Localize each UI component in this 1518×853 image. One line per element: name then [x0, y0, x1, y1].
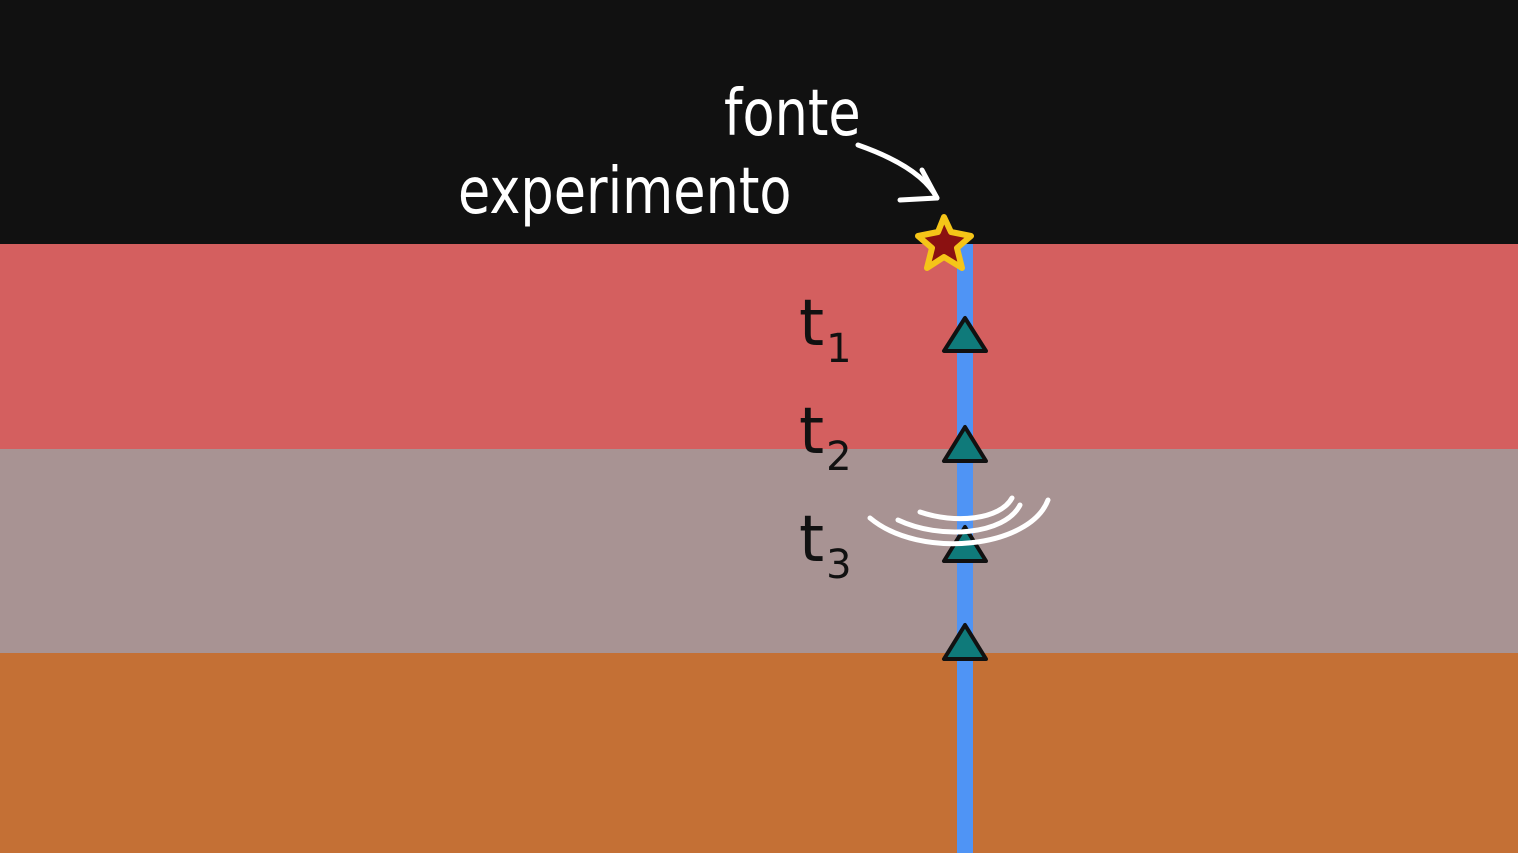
time-label-t2-base: t	[799, 395, 825, 469]
layer-red	[0, 244, 1518, 449]
experiment-label: experimento	[458, 155, 792, 229]
layer-gray	[0, 449, 1518, 653]
curved-arrow-icon	[855, 142, 940, 203]
time-label-t3-sub: 3	[826, 541, 852, 588]
source-star-icon	[915, 214, 974, 271]
source-label: fonte	[724, 77, 861, 151]
time-label-t1: t1	[799, 292, 852, 369]
receiver-triangle-icon-1	[942, 316, 988, 353]
sky-band	[0, 0, 1518, 244]
time-label-t2-sub: 2	[826, 433, 852, 480]
layer-orange	[0, 653, 1518, 853]
time-label-t1-sub: 1	[826, 325, 852, 372]
time-label-t3-base: t	[799, 503, 825, 577]
time-label-t3: t3	[799, 508, 852, 585]
receiver-triangle-icon-2	[942, 425, 988, 463]
time-label-t2: t2	[799, 400, 852, 477]
time-label-t1-base: t	[799, 287, 825, 361]
wavefront-arcs	[867, 495, 1051, 547]
receiver-triangle-icon-4	[942, 623, 988, 661]
